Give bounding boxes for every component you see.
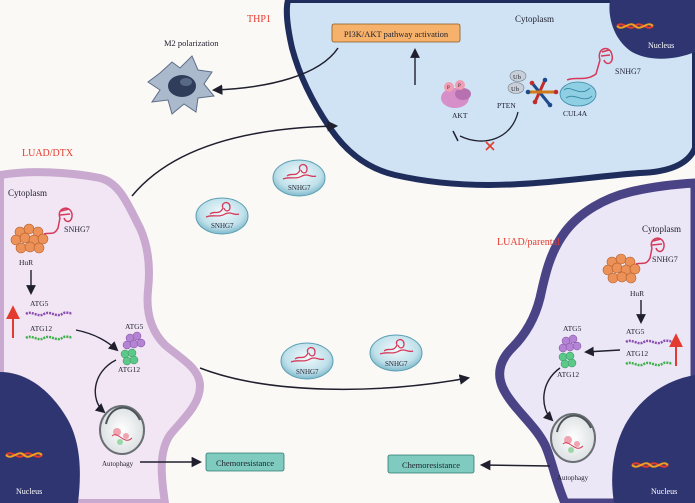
- thp1-cytoplasm-label: Cytoplasm: [515, 14, 554, 24]
- thp1-snhg7-label: SNHG7: [615, 67, 641, 76]
- luad-dtx-atg12-label: ATG12: [30, 324, 52, 333]
- luad-parental-autophagosome-icon: [550, 413, 596, 463]
- luad-parental-translation-arrow: [584, 346, 621, 357]
- pathway-activation-box: [331, 23, 461, 43]
- pathway-activation-label: PI3K/AKT pathway activation: [344, 29, 449, 39]
- luad-parental-atg5-protein-icon: [558, 334, 582, 353]
- thp1-cell: Nucleus Cytoplasm THP1 PI3K/AKT pathway …: [247, 0, 695, 188]
- ubiquitin-icon-2: [507, 82, 525, 94]
- luad-dtx-autophagosome-icon: [99, 405, 145, 455]
- luad-dtx-atg5-mrna-icon: [25, 311, 73, 317]
- luad-parental-atg12-mrna-icon: [625, 361, 673, 367]
- thp1-nucleus: [609, 0, 695, 59]
- luad-parental-nucleus-label: Nucleus: [651, 487, 677, 496]
- akt-protein-icon: [441, 80, 471, 108]
- dtx-to-parental-transfer-arrow: [199, 367, 471, 391]
- luad-parental-atg12-protein-icon: [558, 351, 577, 369]
- luad-parental-atg5-mrna-icon: [625, 339, 673, 345]
- luad-dtx-atg5-complex-label: ATG5: [125, 322, 144, 331]
- exosome-1: SNHG7: [272, 159, 326, 197]
- luad-dtx-autophagy-label: Autophagy: [102, 460, 134, 468]
- thp1-dna-icon: [616, 23, 654, 29]
- chemoresistance-box-left: [205, 452, 285, 472]
- exosome-4: SNHG7: [369, 334, 423, 372]
- m2-polarization-label: M2 polarization: [164, 38, 219, 48]
- luad-parental-snhg7-label: SNHG7: [652, 255, 678, 264]
- phospho-label-2: P: [458, 84, 461, 89]
- luad-dtx-snhg7-rna-icon: [43, 207, 73, 235]
- luad-parental-dna-icon: [631, 462, 669, 468]
- pathway-to-m2-arrow: [211, 47, 339, 95]
- luad-parental-hur-protein-icon: [602, 253, 641, 284]
- ubiquitin-label-2: Ub: [511, 86, 519, 93]
- cul4a-label: CUL4A: [563, 109, 588, 118]
- pten-inhibits-akt-line: [459, 111, 519, 142]
- luad-dtx-atg5-protein-icon: [122, 331, 146, 350]
- luad-parental-snhg7-rna-icon: [635, 237, 665, 265]
- luad-dtx-atg5-label: ATG5: [30, 299, 49, 308]
- exosome-2: SNHG7: [195, 197, 249, 235]
- pten-protein-icon: [525, 77, 559, 108]
- exosome-3: SNHG7: [280, 342, 334, 380]
- luad-parental-title: LUAD/parental: [497, 237, 560, 248]
- akt-label: AKT: [452, 111, 468, 120]
- thp1-membrane: [283, 0, 695, 188]
- luad-parental-atg5-label: ATG5: [626, 327, 645, 336]
- luad-parental-nucleus: [612, 375, 695, 503]
- m2-macrophage-icon: [147, 55, 215, 115]
- luad-parental-cytoplasm-label: Cytoplasm: [642, 224, 681, 234]
- thp1-title: THP1: [247, 14, 271, 25]
- dtx-to-thp1-transfer-arrow: [131, 120, 339, 197]
- ubiquitin-icon-1: [509, 70, 527, 82]
- luad-dtx-nucleus: [0, 372, 80, 503]
- cul4a-protein-icon: [559, 81, 597, 107]
- blocked-cross-icon: [485, 141, 495, 151]
- thp1-nucleus-label: Nucleus: [648, 41, 674, 50]
- luad-parental-hur-label: HuR: [630, 289, 644, 298]
- exosome-2-label: SNHG7: [211, 222, 234, 230]
- luad-dtx-atg12-protein-icon: [120, 348, 139, 366]
- exosome-1-label: SNHG7: [288, 184, 311, 192]
- luad-parental-atg5-complex-label: ATG5: [563, 324, 582, 333]
- chemoresistance-label-right: Chemoresistance: [402, 460, 460, 470]
- exosome-4-label: SNHG7: [385, 360, 408, 368]
- luad-parental-to-chemoresistance-arrow: [479, 459, 551, 471]
- phospho-label-1: P: [447, 86, 450, 91]
- luad-dtx-cytoplasm-label: Cytoplasm: [8, 188, 47, 198]
- luad-dtx-atg12-mrna-icon: [25, 335, 73, 341]
- ubiquitin-label-1: Ub: [513, 74, 521, 81]
- luad-dtx-nucleus-label: Nucleus: [16, 487, 42, 496]
- luad-dtx-dna-icon: [5, 452, 43, 458]
- luad-dtx-autophagy-arrow: [94, 359, 117, 414]
- exosome-3-label: SNHG7: [296, 368, 319, 376]
- chemoresistance-box-right: [387, 454, 475, 474]
- luad-parental-autophagy-label: Autophagy: [557, 474, 589, 482]
- luad-dtx-atg12-complex-label: ATG12: [118, 365, 140, 374]
- luad-parental-autophagy-arrow: [542, 367, 561, 422]
- luad-dtx-title: LUAD/DTX: [22, 148, 74, 159]
- luad-dtx-snhg7-label: SNHG7: [64, 225, 90, 234]
- inhibition-bar: [452, 130, 459, 142]
- luad-dtx-hur-protein-icon: [10, 223, 49, 254]
- luad-parental-atg12-label: ATG12: [626, 349, 648, 358]
- luad-dtx-hur-label: HuR: [19, 258, 33, 267]
- thp1-snhg7-rna-icon: [566, 47, 614, 81]
- luad-parental-atg12-complex-label: ATG12: [557, 370, 579, 379]
- luad-dtx-translation-arrow: [75, 329, 119, 352]
- pten-label: PTEN: [497, 101, 516, 110]
- chemoresistance-label-left: Chemoresistance: [216, 458, 274, 468]
